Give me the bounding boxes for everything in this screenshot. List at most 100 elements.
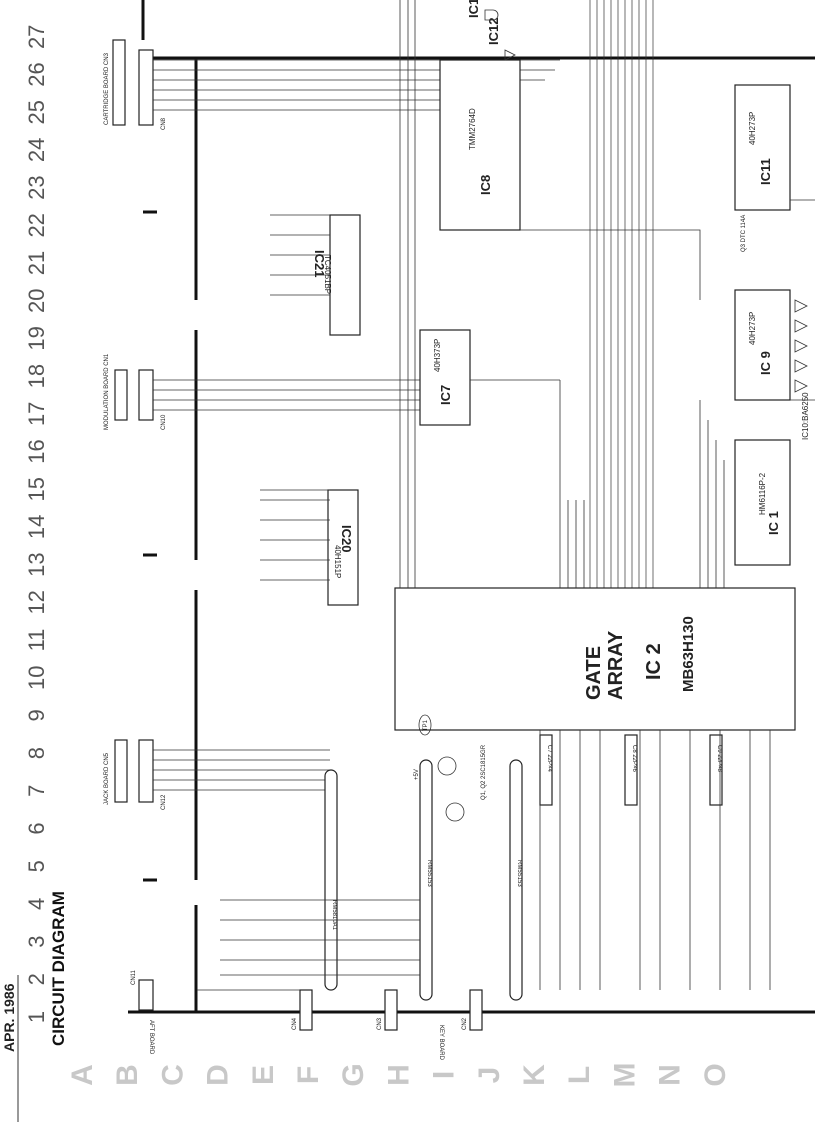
svg-text:IC12: IC12 — [486, 18, 501, 45]
svg-text:RM5S153: RM5S153 — [426, 860, 432, 887]
svg-text:TP1: TP1 — [423, 719, 429, 731]
svg-text:C8 22P×6: C8 22P×6 — [631, 745, 637, 773]
svg-text:CARTRIDGE BOARD CN3: CARTRIDGE BOARD CN3 — [104, 52, 110, 125]
svg-text:Q1, Q2 2SC1815GR: Q1, Q2 2SC1815GR — [481, 744, 487, 800]
grid-letter: N — [654, 1064, 687, 1086]
grid-letter: A — [66, 1064, 99, 1086]
grid-number: 25 — [24, 100, 49, 124]
grid-letter: E — [247, 1065, 280, 1085]
svg-text:TC4051BP: TC4051BP — [323, 255, 332, 294]
grid-number: 24 — [24, 138, 49, 162]
svg-text:RM5S153: RM5S153 — [516, 860, 522, 887]
grid-letter: B — [111, 1064, 144, 1086]
connector-wires — [153, 59, 560, 791]
svg-text:IC 2: IC 2 — [643, 643, 665, 680]
jack-connector: JACK BOARD CN5 CN12 — [104, 739, 167, 810]
ic1-sram: IC 1 HM6116P-2 — [734, 439, 791, 566]
svg-text:CN2: CN2 — [462, 1017, 468, 1030]
grid-number: 19 — [24, 326, 49, 350]
ic21-multiplexer: IC21 TC4051BP — [312, 214, 361, 336]
ic12-gate: IC12 — [486, 18, 516, 61]
grid-number: 11 — [24, 629, 49, 652]
grid-number: 23 — [24, 175, 49, 199]
grid-letter: J — [473, 1067, 506, 1084]
grid-number: 6 — [24, 822, 49, 834]
ic9-latch: IC 9 40H273P — [734, 289, 791, 401]
svg-text:KEY BOARD: KEY BOARD — [438, 1025, 444, 1061]
svg-text:ARRAY: ARRAY — [605, 630, 627, 700]
grid-number: 7 — [24, 785, 49, 797]
grid-letter: D — [202, 1064, 235, 1086]
grid-letter: K — [518, 1064, 551, 1086]
svg-text:40H273P: 40H273P — [748, 112, 757, 145]
svg-text:IC20: IC20 — [339, 525, 354, 552]
grid-numbers: 1234567891011121314151617181920212223242… — [24, 25, 49, 1024]
date-label: APR. 1986 — [1, 983, 17, 1052]
svg-text:CN8: CN8 — [161, 117, 167, 130]
ic2-gate-array: GATE ARRAY IC 2 MB63H130 — [394, 587, 796, 731]
grid-number: 16 — [24, 439, 49, 463]
svg-text:MODULATION BOARD CN1: MODULATION BOARD CN1 — [104, 353, 110, 430]
svg-text:AFT BOARD: AFT BOARD — [148, 1020, 154, 1055]
data-bus — [589, 0, 654, 588]
signal-wires — [197, 0, 815, 991]
svg-text:CN10: CN10 — [161, 414, 167, 430]
ic20-multiplexer: IC20 40H151P — [327, 489, 359, 606]
svg-text:IC13: IC13 — [466, 0, 481, 18]
svg-text:+5V: +5V — [414, 769, 420, 780]
grid-number: 1 — [24, 1011, 49, 1023]
aft-connector: CN11 AFT BOARD — [131, 969, 154, 1054]
svg-text:CN11: CN11 — [131, 969, 137, 985]
svg-text:C9 22P×8: C9 22P×8 — [716, 745, 722, 773]
grid-letter: C — [156, 1064, 189, 1086]
grid-letter: I — [428, 1071, 461, 1079]
grid-number: 21 — [24, 251, 49, 275]
grid-letter: F — [292, 1066, 325, 1084]
grid-number: 4 — [24, 898, 49, 910]
svg-text:IC21: IC21 — [312, 250, 327, 277]
svg-text:IC7: IC7 — [438, 385, 453, 405]
grid-number: 27 — [24, 25, 49, 49]
grid-number: 2 — [24, 973, 49, 985]
grid-letter: M — [608, 1063, 641, 1088]
svg-text:GATE: GATE — [583, 646, 605, 700]
grid-number: 26 — [24, 62, 49, 86]
grid-letter: H — [382, 1064, 415, 1086]
svg-text:40H373P: 40H373P — [433, 339, 442, 372]
ic8-eprom: IC8 TMM2764D — [439, 59, 521, 231]
grid-number: 12 — [24, 590, 49, 614]
grid-letter: L — [563, 1066, 596, 1084]
grid-number: 10 — [24, 665, 49, 689]
key-board-connectors: CN4 CN3 CN2 KEY BOARD — [292, 989, 483, 1061]
page-title: CIRCUIT DIAGRAM — [49, 891, 68, 1046]
svg-text:RM5810A1: RM5810A1 — [331, 900, 337, 931]
grid-number: 18 — [24, 364, 49, 388]
grid-number: 13 — [24, 552, 49, 576]
svg-text:MB63H130: MB63H130 — [680, 616, 697, 692]
svg-text:CN3: CN3 — [377, 1017, 383, 1030]
dashed-segments — [143, 210, 157, 882]
svg-text:IC11: IC11 — [758, 158, 773, 185]
svg-text:CN4: CN4 — [292, 1017, 298, 1030]
svg-text:CN12: CN12 — [161, 794, 167, 810]
grid-number: 5 — [24, 860, 49, 872]
svg-text:IC8: IC8 — [478, 175, 493, 195]
svg-text:40H151P: 40H151P — [333, 545, 342, 578]
grid-number: 20 — [24, 288, 49, 312]
q3-label: Q3 DTC 114A — [741, 215, 747, 252]
grid-letter: G — [337, 1063, 370, 1086]
grid-number: 17 — [24, 402, 49, 426]
grid-number: 22 — [24, 213, 49, 237]
svg-text:HM6116P-2: HM6116P-2 — [758, 472, 767, 515]
svg-text:40H273P: 40H273P — [748, 312, 757, 345]
svg-text:TMM2764D: TMM2764D — [468, 108, 477, 150]
grid-number: 14 — [24, 515, 49, 539]
svg-text:C7 22P×4: C7 22P×4 — [546, 745, 552, 773]
modulation-connector: MODULATION BOARD CN1 CN10 — [104, 353, 167, 430]
resistor-networks: RM5810A1 RM5S153 RM5S153 C7 22P×4 C8 22P… — [324, 734, 723, 1001]
svg-text:IC 1: IC 1 — [766, 511, 781, 535]
svg-text:IC10:BA6250: IC10:BA6250 — [801, 392, 810, 440]
grid-number: 15 — [24, 477, 49, 501]
